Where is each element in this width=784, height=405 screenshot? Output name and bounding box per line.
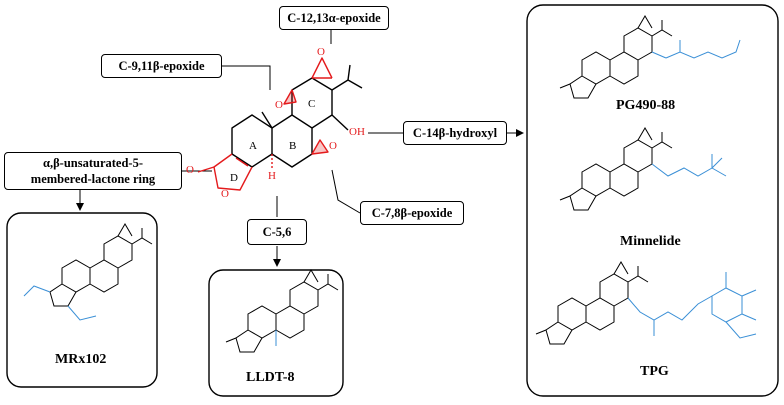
mrx102-name: MRx102 — [55, 352, 107, 367]
c5-6-label: C-5,6 — [247, 219, 307, 245]
derivatives-panel — [526, 4, 779, 397]
lactone-label-line1: α,β-unsaturated-5- — [42, 156, 144, 170]
lactone-carbonyl-o: O — [186, 164, 194, 176]
c7-8-epoxide-label: C-7,8β-epoxide — [360, 201, 464, 225]
ring-d-label: D — [230, 172, 238, 184]
lldt8-structure — [225, 269, 339, 353]
lldt8-panel — [208, 269, 344, 397]
mrx102-panel — [6, 212, 158, 388]
ring-c-label: C — [308, 98, 316, 110]
minnelide-name: Minnelide — [620, 234, 681, 249]
c14-hydroxyl: OH — [349, 126, 365, 138]
lactone-label-line2: membered-lactone ring — [30, 172, 156, 186]
triptolide-structure — [197, 57, 363, 191]
tpg-name: TPG — [640, 364, 669, 379]
ring-b-label: B — [289, 140, 297, 152]
c9-11-epoxide-label: C-9,11β-epoxide — [101, 54, 222, 78]
c12-13-epoxide-label: C-12,13α-epoxide — [279, 6, 389, 30]
c78-connector — [331, 169, 361, 214]
minnelide-structure — [559, 127, 727, 211]
lldt8-name: LLDT-8 — [246, 370, 295, 385]
lactone-ring-o: O — [221, 188, 229, 200]
pg490-structure — [559, 15, 741, 99]
c5-hydrogen: H — [268, 170, 276, 182]
ring-a-label: A — [249, 140, 257, 152]
c7-oxygen: O — [329, 140, 337, 152]
c12-oxygen: O — [317, 46, 325, 58]
c9-oxygen: O — [275, 99, 283, 111]
c14-hydroxyl-label: C-14β-hydroxyl — [403, 121, 507, 145]
tpg-structure — [535, 261, 757, 345]
pg490-88-name: PG490-88 — [616, 98, 676, 113]
lactone-ring-label: α,β-unsaturated-5- membered-lactone ring — [4, 152, 182, 190]
mrx102-structure — [23, 223, 153, 321]
c9-connector — [222, 65, 271, 90]
